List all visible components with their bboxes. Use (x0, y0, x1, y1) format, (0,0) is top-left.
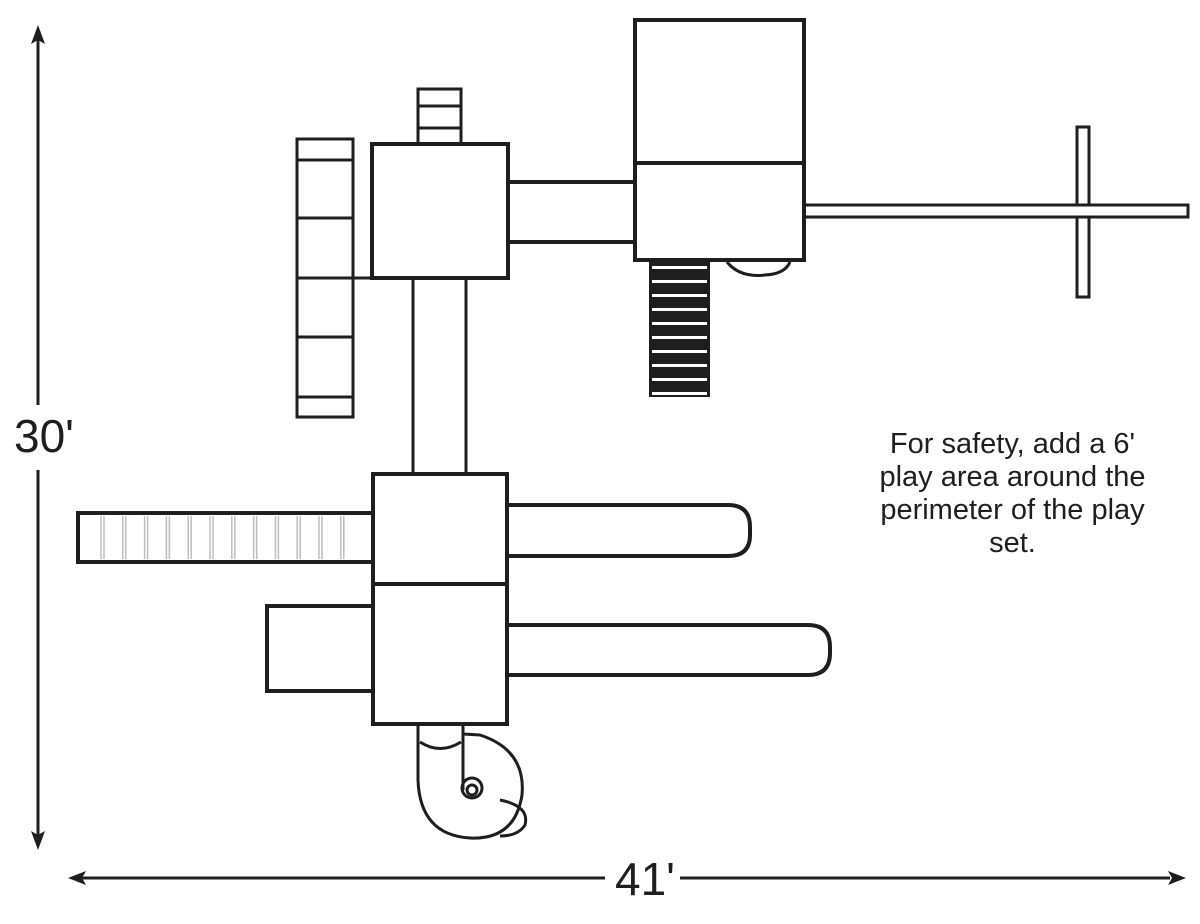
top-ladder (416, 87, 463, 147)
arrow-down-icon (31, 831, 45, 850)
rock-wall-slat (652, 392, 707, 395)
main-tower-frame (633, 18, 806, 262)
rock-wall-slat (652, 336, 707, 339)
rock-wall-slat (652, 322, 707, 325)
rock-wall-body (649, 261, 710, 397)
width-dimension: 41' (68, 853, 1186, 905)
bridge (503, 180, 639, 244)
spiral-slide-outer (416, 726, 524, 840)
rock-wall-slat (652, 294, 707, 297)
long-ladder (76, 511, 378, 564)
vertical-walkway (411, 280, 468, 474)
upper-left-tower (370, 142, 510, 280)
slide-long (505, 623, 832, 677)
long-ladder-frame (76, 511, 378, 564)
rock-wall-slat (652, 266, 707, 269)
rock-wall-slat (652, 378, 707, 381)
height-label: 30' (14, 410, 74, 462)
main-tower-hood (725, 261, 792, 277)
main-tower (633, 18, 806, 277)
bridge-deck (503, 180, 639, 244)
spiral-slide-exit (499, 798, 528, 838)
lower-tower-lower (371, 582, 509, 726)
arrow-left-icon (68, 871, 86, 885)
side-deck (265, 604, 377, 693)
rock-wall (649, 261, 710, 397)
rock-wall-slat (652, 350, 707, 353)
spiral-center-inner (465, 783, 479, 797)
beam-joint (1079, 207, 1087, 215)
climbing-ramp (295, 137, 372, 419)
spiral-slide-entry (419, 740, 462, 750)
spiral-center-outer (460, 776, 484, 800)
rock-wall-slat (652, 280, 707, 283)
arrow-right-icon (1168, 871, 1186, 885)
slide-short (505, 503, 752, 558)
safety-note: For safety, add a 6' play area around th… (879, 428, 1146, 559)
top-ladder-frame (416, 87, 463, 147)
width-label: 41' (615, 853, 675, 905)
swing-beam (798, 125, 1190, 299)
rock-wall-slat (652, 308, 707, 311)
lower-tower-upper (371, 472, 509, 586)
rock-wall-slat (652, 364, 707, 367)
height-dimension: 30' (14, 25, 74, 850)
arrow-up-icon (31, 25, 45, 44)
spiral-slide (416, 726, 528, 840)
swing-beam-bar (798, 203, 1190, 219)
